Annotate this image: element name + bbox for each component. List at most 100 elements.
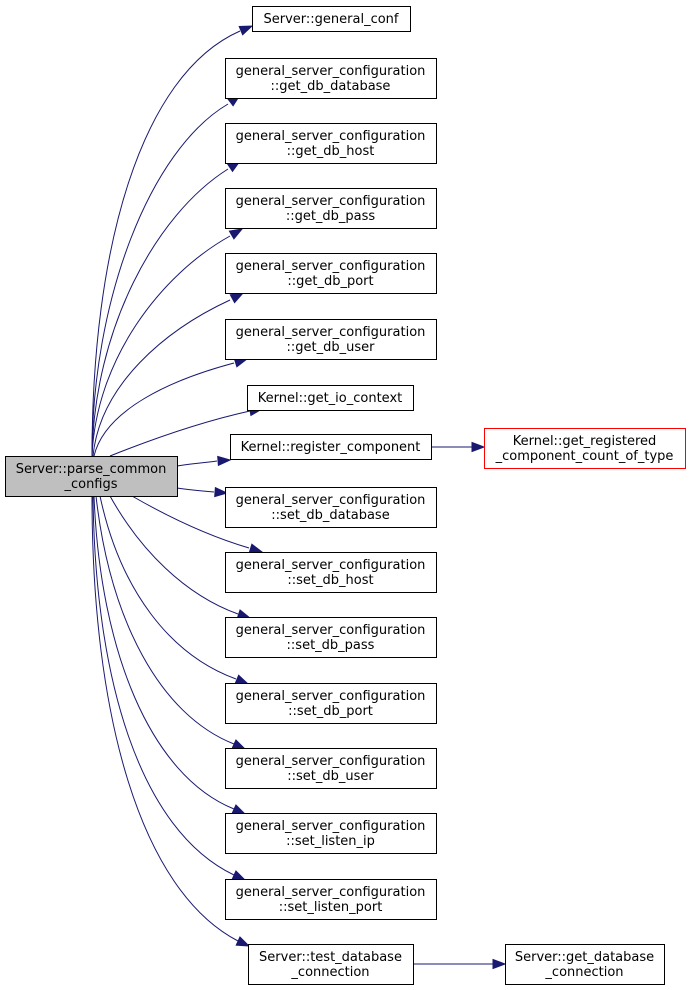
arrowhead-icon	[228, 228, 244, 240]
edge-line	[91, 168, 229, 457]
nodes-layer: Server::parse_common_configs Server::gene…	[5, 6, 686, 985]
arrowhead-icon	[234, 674, 250, 685]
node-get-db-port[interactable]: general_server_configuration::get_db_por…	[225, 253, 437, 294]
node-label-line: general_server_configuration	[236, 623, 426, 638]
edge-line	[176, 460, 218, 467]
node-label-line: general_server_configuration	[236, 325, 426, 340]
node-label-line: ::get_db_port	[287, 274, 373, 289]
edge-line	[93, 495, 235, 810]
node-get-db-database[interactable]: general_server_configuration::get_db_dat…	[225, 58, 437, 99]
edge-line	[92, 299, 231, 457]
node-label-line: Kernel::get_registered	[513, 434, 657, 449]
arrowhead-icon	[471, 441, 486, 453]
node-get-db-user[interactable]: general_server_configuration::get_db_use…	[225, 319, 437, 360]
node-box	[225, 188, 437, 229]
call-edge-root-to-general_conf	[91, 25, 254, 457]
node-label-line: Server::test_database	[259, 950, 402, 965]
arrowhead-icon	[217, 455, 232, 467]
node-general-conf[interactable]: Server::general_conf	[252, 6, 411, 32]
node-label-line: general_server_configuration	[236, 259, 426, 274]
arrowhead-icon	[238, 25, 254, 36]
node-register-component[interactable]: Kernel::register_component	[230, 434, 432, 460]
node-label-line: Server::parse_common	[16, 462, 167, 477]
node-label-line: general_server_configuration	[236, 754, 426, 769]
edge-line	[109, 495, 239, 615]
edge-line	[109, 410, 251, 457]
call-edge-root-to-get_db_host	[91, 160, 242, 457]
node-box	[484, 428, 686, 469]
edge-line	[91, 30, 241, 457]
node-set-listen-ip[interactable]: general_server_configuration::set_listen…	[225, 813, 437, 854]
call-edge-root-to-set_db_port	[99, 495, 250, 685]
node-get-db-host[interactable]: general_server_configuration::get_db_hos…	[225, 123, 437, 164]
node-label-line: general_server_configuration	[236, 493, 426, 508]
node-label-line: ::get_db_database	[271, 79, 391, 94]
node-label-line: ::set_db_database	[271, 508, 389, 523]
node-set-listen-port[interactable]: general_server_configuration::set_listen…	[225, 879, 437, 920]
node-label-line: general_server_configuration	[236, 558, 426, 573]
node-label-line: _connection	[290, 965, 369, 980]
call-edge-root-to-register_component	[176, 455, 232, 467]
node-label-line: ::set_db_host	[287, 573, 373, 588]
node-label-line: ::get_db_pass	[286, 209, 376, 224]
node-box	[225, 58, 437, 99]
edge-line	[91, 495, 239, 942]
edge-line	[91, 235, 231, 457]
node-box	[225, 319, 437, 360]
node-label-line: Kernel::register_component	[241, 440, 421, 455]
node-box	[248, 944, 414, 985]
edge-line	[176, 487, 215, 493]
edge-line	[99, 495, 237, 680]
node-box	[225, 617, 437, 658]
call-edge-root-to-get_db_user	[93, 357, 249, 457]
node-set-db-port[interactable]: general_server_configuration::set_db_por…	[225, 683, 437, 724]
node-root[interactable]: Server::parse_common_configs	[5, 456, 178, 497]
node-box	[225, 813, 437, 854]
node-box	[225, 123, 437, 164]
node-label-line: general_server_configuration	[236, 129, 426, 144]
node-box	[505, 944, 665, 985]
node-label-line: _connection	[544, 965, 623, 980]
node-label-line: general_server_configuration	[236, 64, 426, 79]
call-edge-root-to-set_db_user	[95, 495, 247, 750]
arrowhead-icon	[214, 486, 229, 498]
node-box	[225, 552, 437, 593]
node-label-line: _component_count_of_type	[495, 449, 674, 464]
node-get-db-pass[interactable]: general_server_configuration::get_db_pas…	[225, 188, 437, 229]
edge-line	[95, 495, 235, 745]
node-box	[225, 487, 437, 528]
node-get-registered-component-count[interactable]: Kernel::get_registered_component_count_o…	[484, 428, 686, 469]
node-set-db-user[interactable]: general_server_configuration::set_db_use…	[225, 748, 437, 789]
edges-layer	[91, 25, 507, 970]
node-label-line: ::set_listen_port	[279, 900, 383, 915]
node-label-line: general_server_configuration	[236, 819, 426, 834]
node-label-line: ::set_db_port	[288, 704, 373, 719]
node-label-line: ::get_db_host	[287, 144, 375, 159]
node-get-io-context[interactable]: Kernel::get_io_context	[247, 385, 414, 411]
arrowhead-icon	[231, 870, 247, 881]
node-set-db-pass[interactable]: general_server_configuration::set_db_pas…	[225, 617, 437, 658]
call-edge-root-to-get_db_pass	[91, 228, 244, 457]
node-label-line: general_server_configuration	[236, 194, 426, 209]
node-box	[225, 879, 437, 920]
node-label-line: ::set_db_pass	[287, 638, 375, 653]
arrowhead-icon	[231, 804, 247, 815]
node-label-line: _configs	[63, 477, 117, 492]
call-edge-root-to-set_listen_port	[92, 495, 247, 881]
edge-line	[131, 495, 250, 549]
node-label-line: Server::get_database	[515, 950, 654, 965]
node-label-line: general_server_configuration	[236, 885, 426, 900]
node-set-db-host[interactable]: general_server_configuration::set_db_hos…	[225, 552, 437, 593]
node-set-db-database[interactable]: general_server_configuration::set_db_dat…	[225, 487, 437, 528]
arrowhead-icon	[231, 739, 247, 750]
node-get-database-connection[interactable]: Server::get_database_connection	[505, 944, 665, 985]
node-box	[225, 253, 437, 294]
node-label-line: Server::general_conf	[264, 12, 399, 27]
node-box	[252, 6, 411, 32]
node-test-database-connection[interactable]: Server::test_database_connection	[248, 944, 414, 985]
call-edge-root-to-get_db_database	[91, 94, 242, 457]
node-box	[230, 434, 432, 460]
node-label-line: general_server_configuration	[236, 689, 426, 704]
node-label-line: ::get_db_user	[287, 340, 376, 355]
